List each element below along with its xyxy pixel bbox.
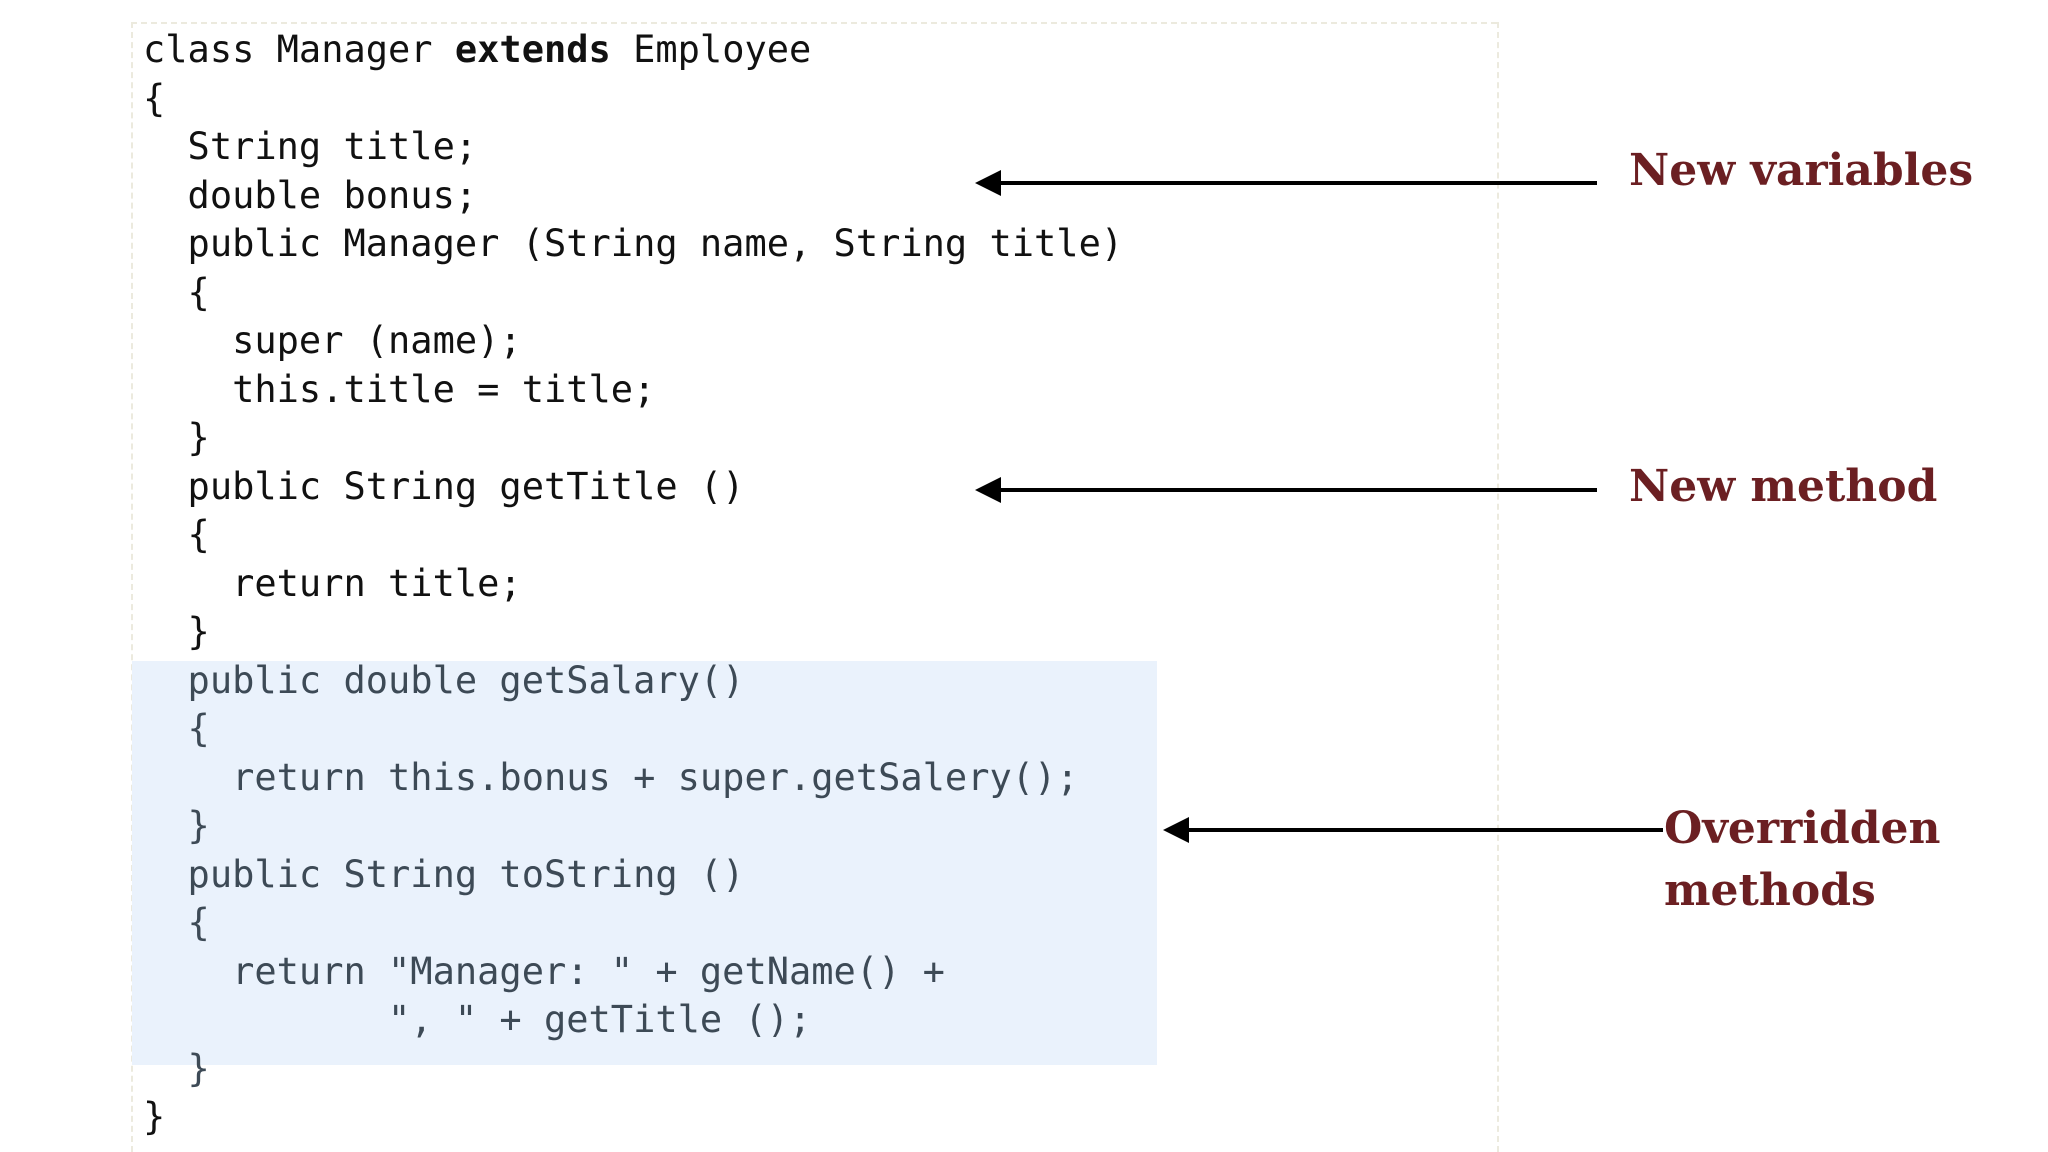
code-line: { (143, 901, 210, 944)
code-line-text-a: class Manager (143, 28, 455, 71)
arrow-shaft (1185, 828, 1663, 832)
code-line: public String toString () (143, 852, 745, 896)
arrow-shaft (997, 181, 1597, 185)
arrow-head-left-icon (975, 477, 1001, 503)
code-line-text-b: Employee (610, 28, 812, 71)
guide-line-top (131, 22, 1497, 24)
code-line: this.title = title; (143, 367, 656, 411)
callout-new-variables: New variables (1629, 145, 1974, 196)
callout-new-method: New method (1629, 461, 1938, 512)
code-line: { (143, 707, 210, 750)
code-line: } (143, 416, 210, 459)
code-line: } (143, 1095, 166, 1138)
code-line: public String getTitle () (143, 464, 745, 508)
code-line: { (143, 513, 210, 556)
code-line: double bonus; (143, 173, 478, 217)
code-line: public Manager (String name, String titl… (143, 222, 1124, 265)
arrow-shaft (997, 488, 1597, 492)
code-line: String title; (143, 125, 478, 168)
code-line: return this.bonus + super.getSalery(); (143, 755, 1079, 799)
overridden-methods-highlight (132, 661, 1157, 1065)
code-line: ", " + getTitle (); (143, 998, 812, 1041)
code-line: } (143, 804, 210, 847)
arrow-new-method (975, 477, 1597, 503)
code-line: super (name); (143, 319, 522, 362)
code-line: return "Manager: " + getName() + (143, 949, 945, 993)
code-line: class Manager extends Employee (143, 26, 1123, 75)
arrow-head-left-icon (975, 170, 1001, 196)
code-line: { (143, 76, 166, 120)
code-line: } (143, 610, 210, 653)
guide-line-left (131, 22, 133, 1152)
arrow-head-left-icon (1163, 817, 1189, 843)
guide-line-right (1497, 22, 1499, 1152)
arrow-overridden-methods (1163, 817, 1663, 843)
code-line: return title; (143, 561, 522, 605)
java-code-block: class Manager extends Employee{ String t… (143, 26, 1123, 1142)
code-line: public double getSalary() (143, 658, 745, 702)
callout-overridden-methods: Overridden methods (1664, 803, 1941, 916)
arrow-new-variables (975, 170, 1597, 196)
code-line: } (143, 1046, 210, 1090)
code-line: { (143, 270, 210, 314)
keyword-extends: extends (454, 28, 611, 71)
